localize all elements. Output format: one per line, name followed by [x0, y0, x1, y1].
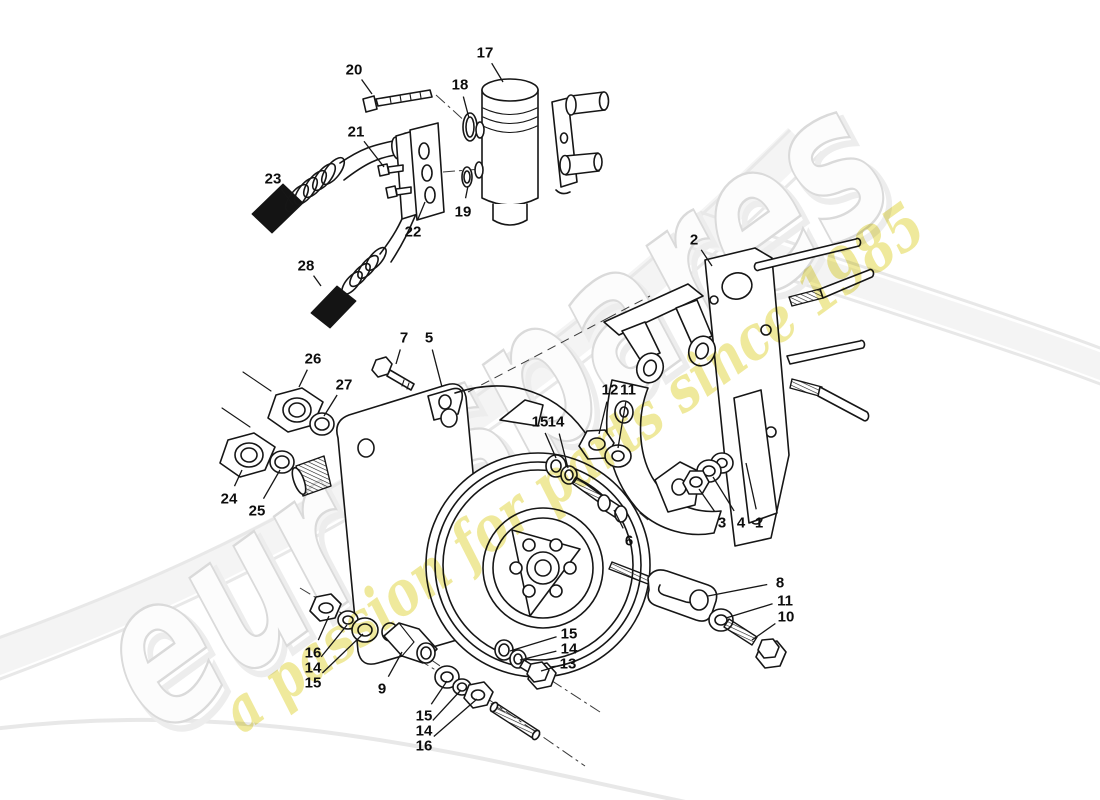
callout-leader-nut-bottom	[433, 698, 478, 737]
callout-label-arm-washer: 4	[737, 515, 746, 532]
callout-label-union-o-ring-upper: 27	[336, 377, 353, 394]
callout-leader-spring-washer-bottom	[430, 680, 448, 705]
union-nut-24	[219, 432, 276, 478]
adjuster-link-8	[608, 561, 718, 622]
callout-leader-washer-bottom	[432, 689, 462, 721]
callout-label-spring-washer-bottom: 15	[416, 708, 433, 725]
callout-leader-union-o-ring-upper	[323, 394, 338, 417]
callout-leader-mounting-bracket	[700, 249, 713, 267]
callout-leader-stud-nut	[598, 401, 608, 435]
callout-label-spring-washer-right: 15	[561, 626, 578, 643]
callout-label-lug-bolt: 7	[400, 330, 408, 347]
callout-leader-stud-washer	[617, 401, 627, 449]
callout-label-stud-washer: 11	[620, 382, 636, 399]
callout-label-receiver-drier: 17	[477, 45, 494, 62]
callout-leader-hose-lower	[313, 275, 322, 287]
callout-leader-union-nut-lower	[233, 469, 243, 487]
clutch-pulley	[425, 452, 651, 678]
callout-leader-lug-bolt	[395, 349, 401, 365]
callout-label-flange-bolt: 20	[346, 62, 363, 79]
callout-leader-nut-left	[317, 615, 330, 641]
union-nut-26	[267, 387, 324, 433]
callout-leader-receiver-drier	[491, 62, 504, 83]
callout-leader-hose-upper	[280, 188, 294, 206]
callout-leader-adjuster-link	[707, 583, 768, 597]
callout-label-spring-washer-left: 15	[305, 675, 322, 692]
o-ring-18	[462, 112, 478, 142]
fastener-run-right	[489, 639, 557, 741]
receiver-drier-17	[474, 78, 539, 226]
arm-nut-washers-3-4	[682, 452, 734, 495]
manifold-plate-22	[395, 122, 445, 221]
callout-label-spring-washer-mid: 15	[532, 414, 549, 431]
callout-leader-union-o-ring-lower	[262, 469, 281, 500]
callout-label-union-nut-upper: 26	[305, 351, 322, 368]
flange-bolt-20	[362, 89, 433, 113]
callout-label-arm-nut: 3	[718, 515, 726, 532]
callout-label-union-o-ring-lower: 25	[249, 503, 266, 520]
callout-label-o-ring-large: 18	[452, 77, 469, 94]
callout-leader-o-ring-small	[464, 185, 469, 199]
callout-leader-support-plate	[745, 462, 757, 510]
callout-label-link-washer: 11	[777, 593, 793, 610]
callout-label-washer-left: 14	[305, 660, 322, 677]
callout-label-washer-right: 14	[561, 641, 578, 658]
callout-leader-flange-bolt	[361, 79, 373, 95]
callout-leader-hex-spacer	[387, 651, 403, 677]
callout-label-port-screws: 21	[348, 124, 365, 141]
callout-leader-arm-nut	[698, 488, 716, 512]
callout-leader-port-screws	[363, 140, 385, 168]
callout-label-mounting-bracket: 2	[690, 232, 698, 249]
callout-leader-plain-washer-mid	[558, 433, 569, 469]
callout-label-stud-nut: 12	[602, 382, 619, 399]
link-bolt-10	[723, 618, 787, 669]
callout-label-union-nut-lower: 24	[221, 491, 238, 508]
callout-leader-arm-washer	[712, 476, 735, 512]
fastener-run-left	[309, 593, 494, 709]
mounting-studs	[753, 237, 875, 422]
callout-leader-link-washer	[725, 603, 773, 619]
callout-label-manifold-plate: 22	[405, 224, 422, 241]
callout-leader-o-ring-large	[462, 96, 470, 119]
callout-leader-washer-right	[519, 650, 557, 661]
o-ring-19	[461, 166, 473, 188]
callout-label-hex-spacer: 9	[378, 681, 386, 698]
callout-label-spacer: 6	[625, 533, 633, 550]
callout-label-plain-washer-mid: 14	[548, 414, 565, 431]
drier-valve-bracket	[551, 91, 610, 195]
callout-label-hose-upper: 23	[265, 171, 282, 188]
lug-bolt-7	[371, 356, 415, 391]
callout-leader-clamp-bolt	[540, 666, 556, 672]
callout-leader-compressor-lug	[431, 349, 443, 388]
callout-leader-spring-washer-right	[509, 636, 557, 652]
callout-label-adjuster-link: 8	[776, 575, 784, 592]
callout-label-clamp-bolt: 13	[560, 656, 577, 673]
callout-label-hose-lower: 28	[298, 258, 315, 275]
callout-label-support-plate: 1	[755, 515, 763, 532]
callout-leader-link-bolt	[751, 622, 776, 641]
callout-label-nut-left: 16	[305, 645, 322, 662]
callout-label-link-bolt: 10	[778, 609, 795, 626]
callout-label-washer-bottom: 14	[416, 723, 433, 740]
callout-leader-washer-left	[320, 624, 348, 658]
port-screws-21	[377, 163, 412, 199]
support-plate-1	[733, 389, 778, 524]
callout-leader-union-nut-upper	[298, 369, 308, 388]
callout-leader-manifold-plate	[417, 201, 426, 220]
union-o-ring-27	[309, 412, 335, 436]
callout-label-compressor-lug: 5	[425, 330, 433, 347]
union-o-ring-25	[269, 450, 295, 474]
callout-label-nut-bottom: 16	[416, 738, 433, 755]
callout-label-o-ring-small: 19	[455, 204, 472, 221]
callout-leader-spring-washer-mid	[544, 432, 557, 459]
callout-leader-spring-washer-left	[321, 633, 364, 674]
callout-leader-spacer	[613, 509, 624, 529]
